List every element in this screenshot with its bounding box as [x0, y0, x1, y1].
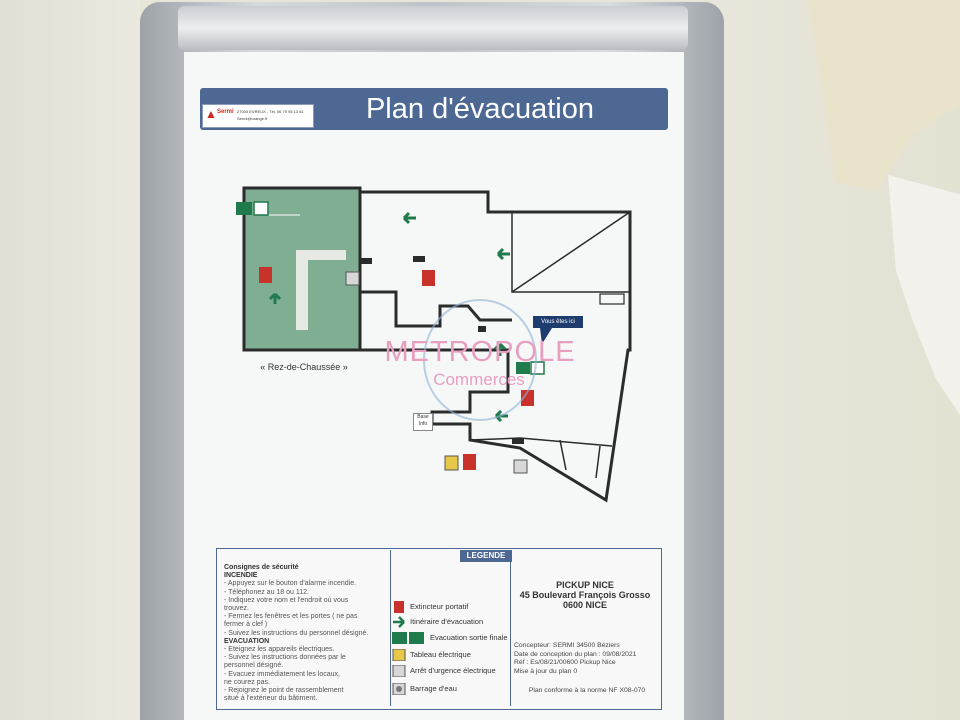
evacuation-instruction: - Rejoignez le point de rassemblement — [224, 687, 344, 695]
interior-wall — [559, 439, 567, 471]
evacuation-instruction: personnel désigné. — [224, 662, 284, 670]
watermark-metropole: METROPOLE — [384, 336, 576, 368]
fire-instruction: - Téléphonez au 18 ou 112. — [224, 588, 309, 596]
emergency-stop-icon — [345, 271, 360, 286]
fire-title: INCENDIE — [224, 572, 258, 580]
site-address: PICKUP NICE 45 Boulevard François Grosso… — [512, 580, 658, 610]
plan-title: Plan d'évacuation — [365, 93, 595, 125]
water-valve-icon — [392, 683, 406, 695]
wall-left — [0, 0, 140, 720]
legend-divider — [390, 550, 391, 706]
legend-label: Barrage d'eau — [410, 684, 457, 693]
legend-label: Arrêt d'urgence électrique — [410, 666, 496, 675]
meta-line: Concepteur: SERMI 34500 Béziers — [514, 642, 620, 649]
site-street: 45 Boulevard François Grosso — [519, 590, 651, 600]
flame-icon: ▲ — [205, 107, 217, 121]
fire-instruction: - Indiquez votre nom et l'endroit où vou… — [224, 596, 349, 604]
site-city: 0600 NICE — [562, 600, 608, 610]
legend-label: Evacuation sortie finale — [430, 633, 508, 642]
meta-line: Date de conception du plan : 09/08/2021 — [514, 650, 637, 658]
site-name: PICKUP NICE — [556, 580, 614, 590]
storage-box — [599, 293, 625, 305]
fire-instruction: fermer à clef ) — [224, 621, 268, 629]
sermi-logo: ▲ Sermi 27000 EVREUX - Tél. 06 79 93 13 … — [202, 104, 314, 128]
door-marker — [413, 256, 425, 262]
emergency-stop-icon — [392, 665, 406, 677]
fire-instruction: - Suivez les instructions du personnel d… — [224, 629, 369, 637]
water-valve-icon — [513, 459, 528, 474]
evacuation-arrow-icon — [493, 342, 507, 356]
door-marker — [360, 258, 372, 264]
electrical-panel-icon — [392, 649, 406, 661]
fire-instruction: - Fermez les fenêtres et les portes ( ne… — [224, 613, 358, 621]
legend-divider — [510, 550, 511, 706]
floor-plan — [236, 186, 632, 503]
meta-line: Mise à jour du plan 0 — [514, 667, 578, 675]
fire-instruction: - Appuyez sur le bouton d'alarme incendi… — [224, 580, 357, 588]
base-info-label: Base Info — [413, 413, 433, 431]
evacuation-title: EVACUATION — [224, 637, 270, 645]
legend-label: Itinéraire d'évacuation — [410, 617, 484, 626]
legend-label: Extincteur portatif — [410, 602, 469, 611]
exit-sign-icon — [392, 632, 424, 644]
evacuation-instruction: - Evacuez immédiatement les locaux, — [224, 670, 340, 678]
extinguisher-icon — [422, 270, 435, 286]
door-marker — [478, 326, 486, 332]
meta-line: Réf : Es/08/21/00600 Pickup Nice — [514, 659, 616, 667]
watermark-commerces: Commerces — [433, 370, 525, 389]
safety-instructions: Consignes de sécurité INCENDIE - Appuyez… — [224, 564, 392, 703]
evacuation-instruction: ne courez pas. — [224, 678, 270, 686]
floor-label: « Rez-de-Chaussée » — [260, 362, 348, 372]
evacuation-instruction: - Eteignez les appareils électriques. — [224, 646, 335, 654]
interior-wall — [595, 445, 601, 479]
interior-wall — [296, 250, 308, 330]
legend-heading: LEGENDE — [460, 550, 512, 562]
extinguisher-icon — [463, 454, 476, 470]
logo-name: Sermi — [217, 109, 234, 115]
interior-wall — [360, 290, 512, 328]
door-marker — [512, 438, 524, 444]
evacuation-instruction: - Suivez les instructions données par le — [224, 654, 346, 662]
logo-email-line: Sermi@orange.fr — [237, 116, 268, 121]
extinguisher-icon — [394, 601, 404, 613]
safety-title: Consignes de sécurité — [224, 564, 299, 571]
evacuation-arrow-icon — [402, 211, 416, 225]
arrow-right-icon — [393, 616, 405, 628]
exit-sign-icon — [253, 201, 269, 216]
standard-note: Plan conforme à la norme NF X08-070 — [528, 687, 646, 694]
exit-sign-icon — [516, 362, 530, 374]
legend-box — [216, 548, 662, 710]
extinguisher-icon — [521, 390, 534, 406]
you-are-here-pointer — [540, 328, 552, 344]
diagonal-ramp — [511, 211, 631, 293]
exit-sign-icon — [236, 202, 252, 215]
watermark-logo-ring — [423, 299, 537, 421]
plan-metadata: Concepteur: SERMI 34500 Béziers Date de … — [514, 642, 664, 676]
you-are-here-label: Vous êtes ici — [533, 316, 583, 328]
electrical-panel-icon — [444, 455, 459, 471]
evacuation-arrow-icon — [268, 292, 282, 304]
interior-wall — [296, 250, 346, 260]
extinguisher-icon — [259, 267, 272, 283]
interior-wall — [511, 212, 630, 293]
frame-top-rail — [178, 6, 688, 50]
evacuation-arrow-icon — [496, 247, 510, 261]
logo-contact-line: 27000 EVREUX - Tél. 06 79 93 13 61 — [237, 109, 304, 114]
evacuation-instruction: situé à l'extérieur du bâtiment. — [224, 695, 318, 703]
fire-instruction: trouvez. — [224, 605, 249, 613]
legend-label: Tableau électrique — [410, 650, 471, 659]
